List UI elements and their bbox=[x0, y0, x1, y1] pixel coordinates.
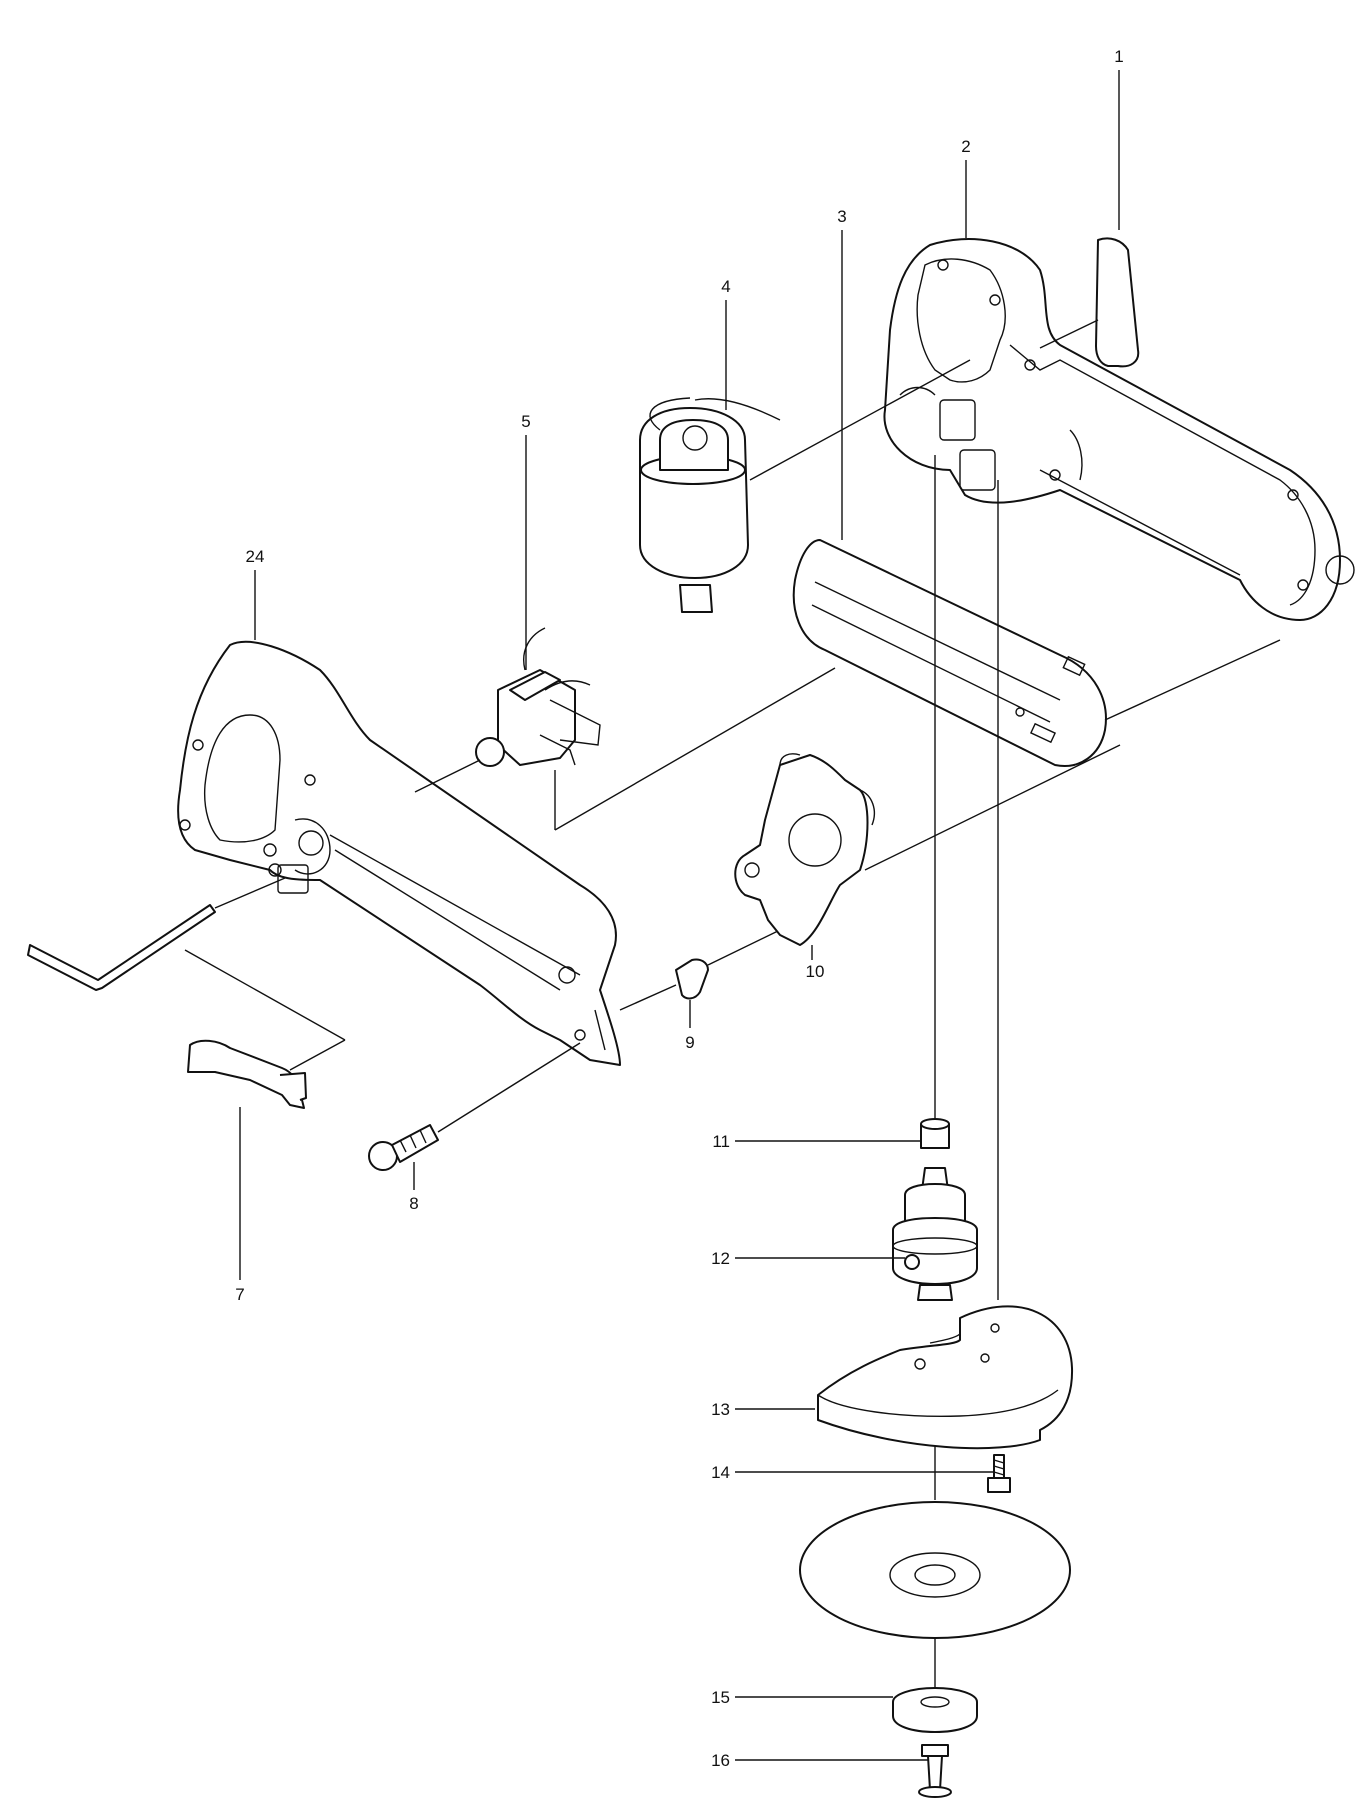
callout-12: 12 bbox=[711, 1249, 730, 1268]
leader-cover-to-housing bbox=[1104, 639, 1281, 721]
leader-wrench bbox=[214, 877, 286, 909]
part-24-housing-left bbox=[177, 640, 621, 1066]
leader-4-to-housing bbox=[749, 359, 971, 481]
part-4-motor bbox=[639, 397, 781, 613]
part-12-spindle bbox=[892, 1167, 978, 1301]
callout-16: 16 bbox=[711, 1751, 730, 1770]
part-15-flange-nut bbox=[892, 1687, 978, 1733]
callout-5: 5 bbox=[521, 412, 530, 431]
part-5-switch bbox=[475, 627, 601, 767]
callout-1: 1 bbox=[1114, 47, 1123, 66]
part-11-nut bbox=[920, 1118, 950, 1149]
part-9-sleeve bbox=[675, 958, 709, 1000]
leader-7-a bbox=[184, 949, 346, 1041]
callout-24: 24 bbox=[246, 547, 265, 566]
callout-13: 13 bbox=[711, 1400, 730, 1419]
leader-1-to-housing bbox=[1039, 319, 1099, 349]
callout-11: 11 bbox=[712, 1132, 730, 1151]
leader-9-to-bracket bbox=[707, 929, 781, 966]
callout-2: 2 bbox=[961, 137, 970, 156]
hex-wrench bbox=[27, 904, 216, 991]
callout-14: 14 bbox=[711, 1463, 730, 1482]
callout-7: 7 bbox=[235, 1285, 244, 1304]
leader-5-to-cover bbox=[554, 667, 836, 831]
leader-10-to-cover bbox=[864, 744, 1121, 871]
callout-9: 9 bbox=[685, 1033, 694, 1052]
part-1-nameplate bbox=[1095, 237, 1140, 368]
callout-10: 10 bbox=[806, 962, 825, 981]
part-3-battery-cover bbox=[792, 539, 1107, 767]
callout-4: 4 bbox=[721, 277, 730, 296]
callout-8: 8 bbox=[409, 1194, 418, 1213]
callout-3: 3 bbox=[837, 207, 846, 226]
leader-8-to-housing bbox=[437, 1042, 581, 1133]
part-8-screw bbox=[368, 1124, 439, 1171]
leader-7-b bbox=[289, 1039, 346, 1071]
grinding-wheel bbox=[799, 1501, 1071, 1639]
callout-15: 15 bbox=[711, 1688, 730, 1707]
part-16-bolt bbox=[918, 1744, 952, 1798]
part-7-hook bbox=[187, 1039, 307, 1109]
part-13-wheel-guard bbox=[817, 1305, 1074, 1450]
part-2-housing-right bbox=[883, 238, 1355, 621]
part-14-screw bbox=[987, 1454, 1011, 1493]
leader-24-to-switch bbox=[414, 759, 481, 793]
leader-9-to-housing bbox=[619, 984, 677, 1011]
part-10-bracket bbox=[734, 753, 876, 946]
